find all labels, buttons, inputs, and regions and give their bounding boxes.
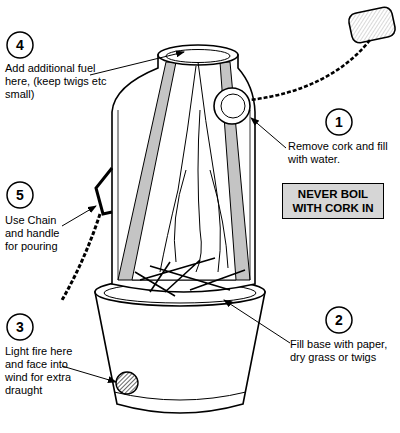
twigs	[135, 258, 245, 296]
callout-number: 5	[16, 187, 24, 203]
warning-box: NEVER BOIL WITH CORK IN	[282, 183, 384, 219]
leader-line	[224, 300, 290, 343]
flame-line	[210, 170, 228, 268]
flame-line	[160, 66, 196, 272]
base-band	[114, 392, 246, 400]
spout	[214, 88, 250, 124]
cork-body	[347, 6, 396, 44]
callout-ring	[326, 109, 352, 135]
flame-line	[196, 110, 201, 272]
spout-opening	[221, 94, 245, 118]
callout-number: 1	[335, 114, 343, 130]
instruction-text: Fill base with paper, dry grass or twigs	[290, 338, 398, 364]
flame-line	[174, 170, 186, 262]
cork	[347, 6, 396, 44]
leader-line	[251, 118, 286, 148]
draught-hole	[116, 372, 138, 394]
callout-circle: 3	[6, 313, 34, 341]
callout-circle: 5	[6, 181, 34, 209]
kettle-body	[112, 55, 255, 292]
callout-circle: 4	[6, 31, 34, 59]
chimney-opening	[166, 50, 230, 63]
callout-ring	[7, 314, 33, 340]
handle	[96, 168, 112, 214]
instruction-text: Use Chain and handle for pouring	[5, 214, 67, 253]
callout-number: 2	[335, 312, 343, 328]
instruction-text: Remove cork and fill with water.	[288, 140, 388, 166]
callout-circle: 2	[325, 306, 353, 334]
warning-text: NEVER BOIL WITH CORK IN	[283, 187, 383, 215]
pouring-chain	[62, 214, 100, 300]
callout-number: 3	[16, 319, 24, 335]
leader-line	[90, 52, 184, 75]
callout-number: 4	[16, 37, 24, 53]
body-shading	[250, 110, 251, 280]
instruction-text: Light fire here and face into wind for e…	[5, 345, 89, 397]
instruction-text: Add additional fuel here, (keep twigs et…	[5, 62, 123, 101]
leader-line	[62, 206, 96, 226]
callout-ring	[7, 182, 33, 208]
callout-ring	[326, 307, 352, 333]
water-jacket	[118, 62, 250, 280]
cork-chain	[250, 40, 370, 100]
callout-ring	[7, 32, 33, 58]
body-shading	[118, 110, 119, 280]
callout-circle: 1	[325, 108, 353, 136]
cork-texture	[347, 6, 396, 44]
